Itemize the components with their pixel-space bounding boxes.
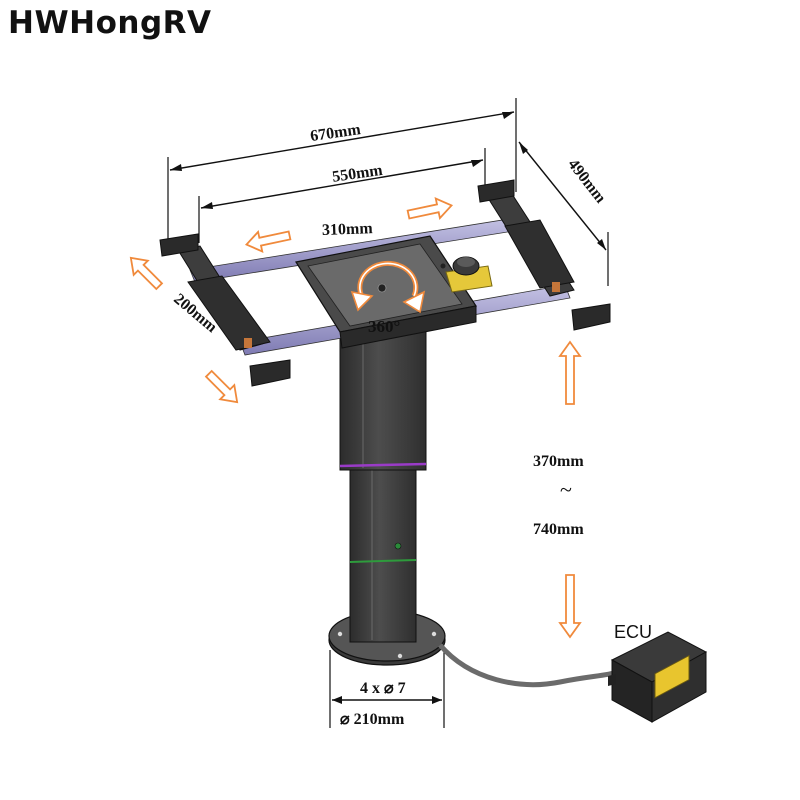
lock-knob — [445, 256, 493, 293]
top-plate-width-label: 310mm — [322, 220, 374, 239]
ecu-box — [608, 631, 708, 723]
arrow-forward-icon — [204, 369, 239, 404]
arrow-right-icon — [406, 197, 454, 221]
brand-title: HWHongRV — [8, 5, 212, 41]
swivel-plate — [295, 235, 477, 349]
ecu-cable — [438, 643, 619, 688]
height-range-separator: ~ — [560, 477, 572, 502]
ecu-connector — [654, 654, 690, 699]
arrow-up-icon — [558, 340, 582, 405]
arrow-down-icon — [558, 574, 582, 639]
arrow-back-icon — [129, 256, 164, 291]
mounting-holes-label: 4 x ⌀ 7 — [360, 680, 406, 697]
frame-depth-label: 490mm — [564, 156, 609, 207]
upper-column — [339, 329, 427, 471]
base-diameter-label: ⌀ 210mm — [340, 711, 405, 728]
frame-inner-width-label: 550mm — [331, 162, 384, 186]
rotation-label: 360° — [368, 317, 400, 336]
dimension-lines — [167, 98, 609, 728]
lower-column — [349, 467, 417, 643]
movement-arrows — [129, 197, 582, 639]
rotation-arrow-icon — [350, 260, 426, 314]
height-min-label: 370mm — [533, 453, 584, 470]
height-max-label: 740mm — [533, 521, 584, 538]
frame-outer-width-label: 670mm — [309, 121, 362, 145]
arrow-left-icon — [244, 229, 292, 253]
ecu-label: ECU — [614, 622, 652, 642]
